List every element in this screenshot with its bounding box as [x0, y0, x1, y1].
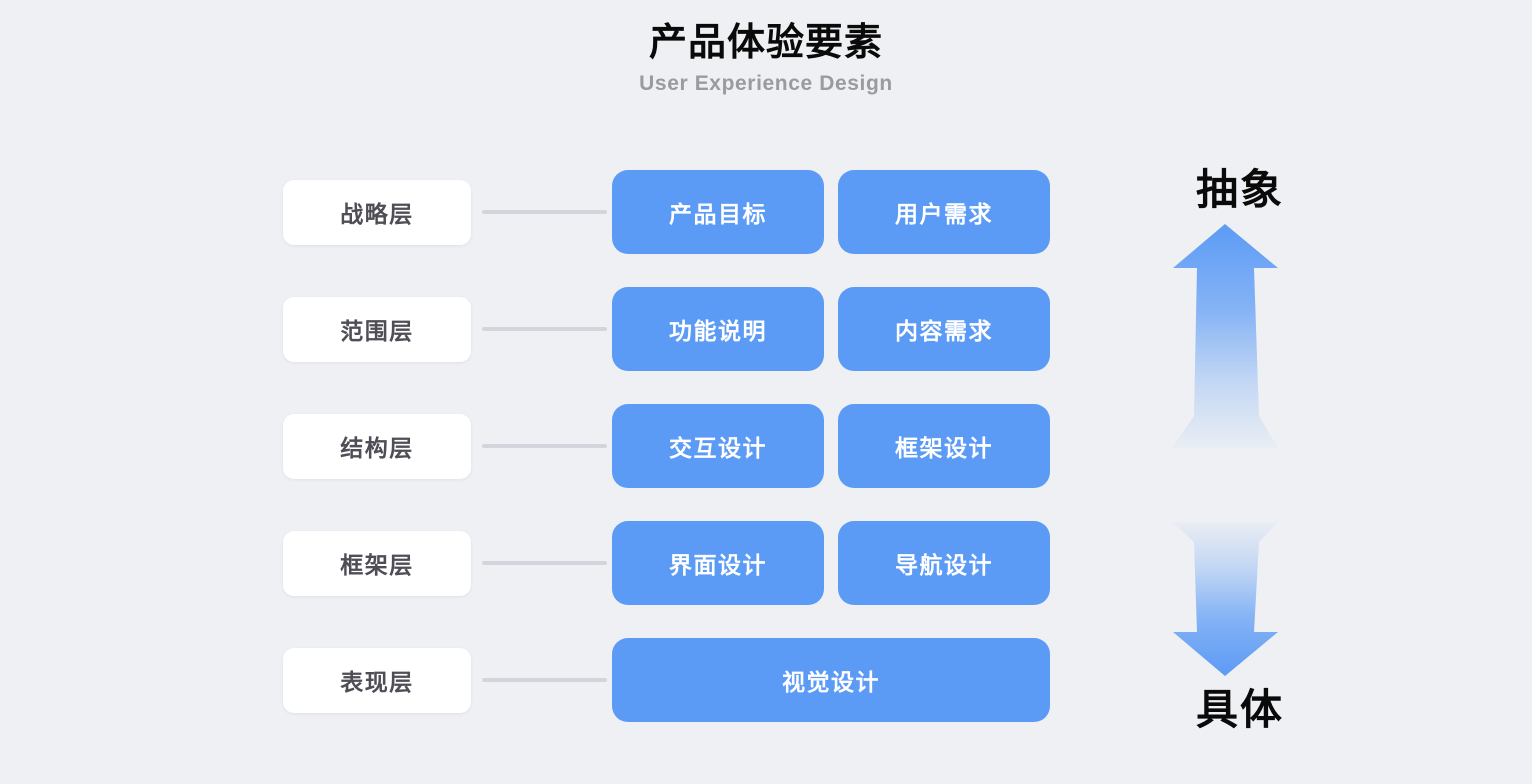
- layer-cards-surface: 视觉设计: [612, 638, 1050, 722]
- card-label: 产品目标: [669, 201, 767, 227]
- layer-label-text: 表现层: [340, 669, 414, 695]
- layer-label-text: 框架层: [340, 552, 414, 578]
- connector-line: [482, 678, 607, 682]
- card-label: 导航设计: [895, 552, 993, 578]
- layer-label-structure[interactable]: 结构层: [283, 413, 471, 479]
- page-subtitle: User Experience Design: [639, 71, 893, 95]
- layer-label-surface[interactable]: 表现层: [283, 647, 471, 713]
- card-label: 视觉设计: [782, 669, 880, 695]
- page-title: 产品体验要素: [648, 22, 883, 64]
- card-feature-spec[interactable]: 功能说明: [612, 287, 824, 371]
- card-label: 用户需求: [895, 201, 993, 227]
- card-label: 功能说明: [669, 318, 767, 344]
- axis-label-abstract: 抽象: [1195, 166, 1284, 213]
- arrow-up-icon: [1164, 220, 1316, 455]
- abstraction-axis: 抽象: [1150, 150, 1330, 733]
- layer-label-skeleton[interactable]: 框架层: [283, 530, 471, 596]
- layer-row-surface: 表现层 视觉设计: [283, 638, 1050, 722]
- card-navigation-design[interactable]: 导航设计: [838, 521, 1050, 605]
- layer-cards-strategy: 产品目标 用户需求: [612, 170, 1050, 254]
- layer-row-structure: 结构层 交互设计 框架设计: [283, 404, 1050, 488]
- layer-row-scope: 范围层 功能说明 内容需求: [283, 287, 1050, 371]
- card-label: 框架设计: [895, 435, 993, 461]
- card-interface-design[interactable]: 界面设计: [612, 521, 824, 605]
- layer-cards-scope: 功能说明 内容需求: [612, 287, 1050, 371]
- layer-label-scope[interactable]: 范围层: [283, 296, 471, 362]
- layer-label-strategy[interactable]: 战略层: [283, 179, 471, 245]
- arrow-down-icon: [1164, 520, 1316, 685]
- connector-line: [482, 210, 607, 214]
- layer-row-strategy: 战略层 产品目标 用户需求: [283, 170, 1050, 254]
- layer-label-text: 范围层: [340, 318, 414, 344]
- card-user-needs[interactable]: 用户需求: [838, 170, 1050, 254]
- axis-label-concrete: 具体: [1195, 686, 1284, 733]
- layer-row-skeleton: 框架层 界面设计 导航设计: [283, 521, 1050, 605]
- layer-label-text: 结构层: [340, 435, 414, 461]
- connector-surface: [471, 638, 612, 722]
- card-content-requirements[interactable]: 内容需求: [838, 287, 1050, 371]
- connector-scope: [471, 287, 612, 371]
- layer-cards-structure: 交互设计 框架设计: [612, 404, 1050, 488]
- connector-line: [482, 444, 607, 448]
- connector-line: [482, 327, 607, 331]
- layer-label-text: 战略层: [340, 201, 414, 227]
- connector-strategy: [471, 170, 612, 254]
- page-header: 产品体验要素 User Experience Design: [0, 22, 1532, 96]
- card-product-goal[interactable]: 产品目标: [612, 170, 824, 254]
- connector-line: [482, 561, 607, 565]
- card-interaction-design[interactable]: 交互设计: [612, 404, 824, 488]
- card-visual-design[interactable]: 视觉设计: [612, 638, 1050, 722]
- card-label: 内容需求: [895, 318, 993, 344]
- card-label: 交互设计: [669, 435, 767, 461]
- connector-skeleton: [471, 521, 612, 605]
- card-label: 界面设计: [669, 552, 767, 578]
- connector-structure: [471, 404, 612, 488]
- card-framework-design[interactable]: 框架设计: [838, 404, 1050, 488]
- layer-cards-skeleton: 界面设计 导航设计: [612, 521, 1050, 605]
